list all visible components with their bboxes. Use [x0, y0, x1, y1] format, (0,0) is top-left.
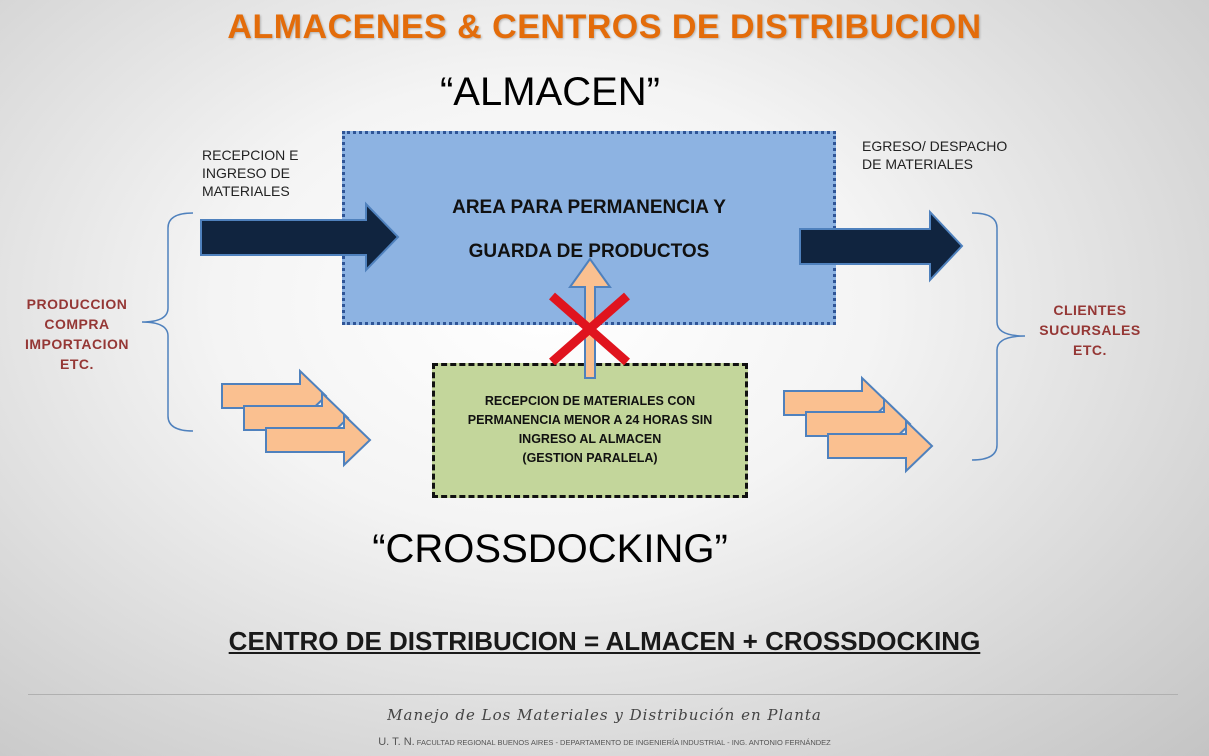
destinations-label: CLIENTES SUCURSALES ETC. — [1020, 300, 1160, 360]
crossdock-box-line: INGRESO AL ALMACEN — [518, 432, 662, 446]
crossdock-box-line: PERMANENCIA MENOR A 24 HORAS SIN — [467, 413, 713, 427]
almacen-box-text: AREA PARA PERMANENCIA Y GUARDA DE PRODUC… — [342, 186, 836, 274]
footer-utn: U. T. N. — [378, 736, 415, 748]
almacen-box-line: GUARDA DE PRODUCTOS — [468, 241, 710, 262]
destinations-line: CLIENTES — [1053, 302, 1127, 318]
origins-label: PRODUCCION COMPRA IMPORTACION ETC. — [2, 294, 152, 374]
crossdock-box-line: (GESTION PARALELA) — [522, 451, 658, 465]
origins-line: IMPORTACION — [24, 336, 129, 352]
blocked-up-arrow — [568, 257, 612, 379]
footer-details: FACULTAD REGIONAL BUENOS AIRES - DEPARTA… — [416, 738, 831, 747]
crossdock-box-line: RECEPCION DE MATERIALES CON — [484, 394, 696, 408]
slide-title: ALMACENES & CENTROS DE DISTRIBUCION — [227, 8, 982, 46]
outbound-note-line: EGRESO/ DESPACHO — [862, 138, 1008, 154]
outbound-note: EGRESO/ DESPACHO DE MATERIALES — [862, 137, 1062, 173]
formula-text: CENTRO DE DISTRIBUCION = ALMACEN + CROSS… — [228, 626, 981, 656]
inbound-note-line: MATERIALES — [202, 183, 290, 199]
crossdocking-heading: “CROSSDOCKING” — [372, 527, 728, 571]
crossdock-outbound-arrow — [827, 418, 934, 474]
inbound-note: RECEPCION E INGRESO DE MATERIALES — [202, 146, 342, 200]
almacen-box-line: AREA PARA PERMANENCIA Y — [452, 197, 726, 218]
origins-line: COMPRA — [44, 316, 110, 332]
footer-course-title: Manejo de Los Materiales y Distribución … — [387, 706, 822, 724]
inbound-arrow — [200, 201, 400, 273]
destinations-line: SUCURSALES — [1039, 322, 1141, 338]
inbound-note-line: INGRESO DE — [202, 165, 290, 181]
crossdock-box — [432, 363, 748, 498]
outbound-note-line: DE MATERIALES — [862, 156, 973, 172]
origins-line: PRODUCCION — [26, 296, 128, 312]
footer-institution: U. T. N. FACULTAD REGIONAL BUENOS AIRES … — [0, 736, 1209, 748]
outbound-arrow — [799, 209, 964, 283]
right-brace — [971, 212, 1026, 461]
almacen-heading: “ALMACEN” — [439, 70, 661, 114]
origins-line: ETC. — [60, 356, 94, 372]
left-brace — [141, 212, 194, 432]
red-cross-mark — [549, 292, 630, 366]
destinations-line: ETC. — [1073, 342, 1107, 358]
inbound-note-line: RECEPCION E — [202, 147, 299, 163]
crossdock-box-text: RECEPCION DE MATERIALES CON PERMANENCIA … — [436, 392, 744, 468]
crossdock-inbound-arrow — [265, 412, 372, 468]
footer-divider — [28, 694, 1178, 695]
